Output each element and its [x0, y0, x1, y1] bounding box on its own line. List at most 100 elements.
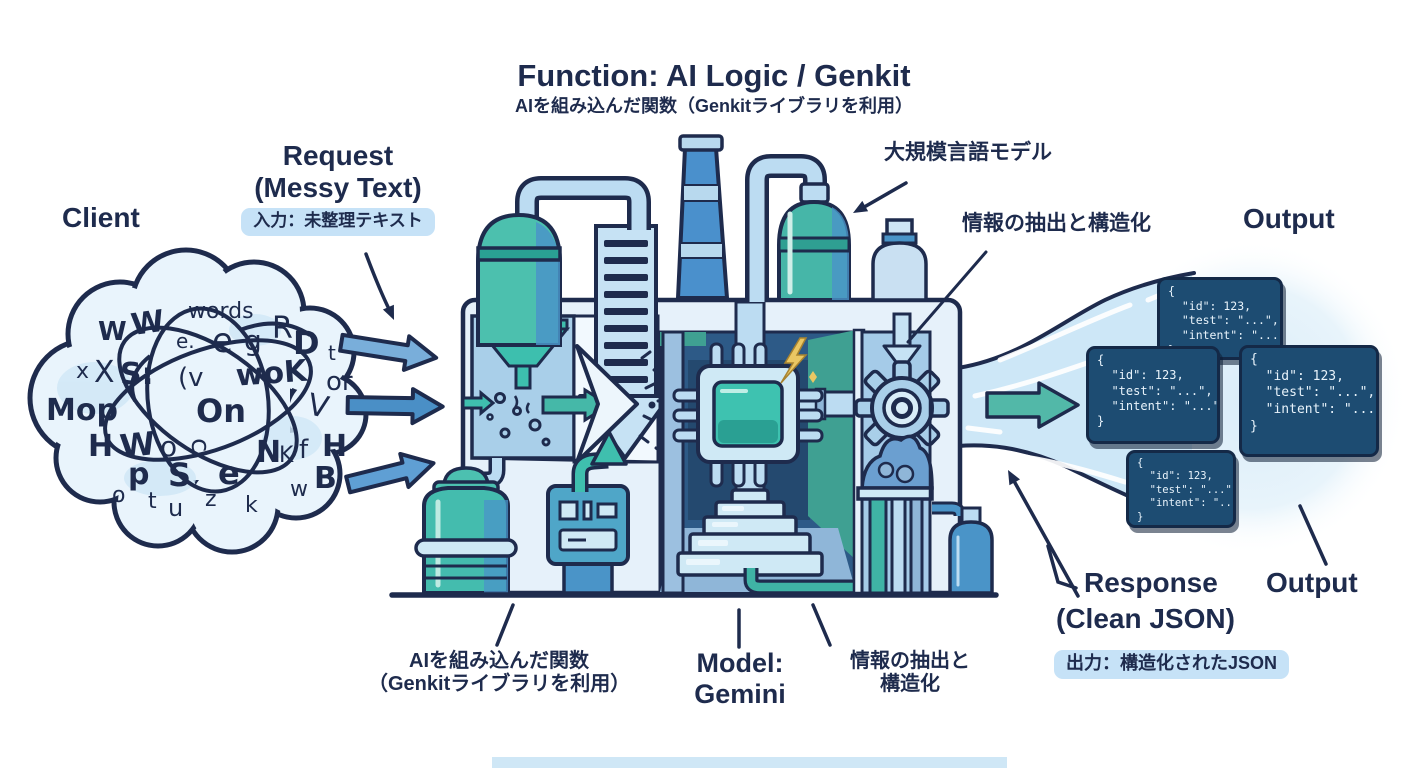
response-badge: 出力：構造化されたJSON [1054, 650, 1290, 679]
client-cloud: words W W R D e. e g t x X S: (v woK or … [27, 247, 369, 555]
cloud-letter: X [94, 355, 115, 390]
chimney [676, 134, 729, 300]
extracted-pile [860, 434, 934, 490]
cloud-letter: woK [235, 354, 311, 394]
json-card-2: { "id": 123, "test": "...", "intent": ".… [1086, 346, 1220, 444]
cloud-letter: W [129, 304, 167, 343]
request-badge: 入力：未整理テキスト [241, 208, 435, 236]
input-arrows [338, 332, 445, 495]
request-label-block: Request (Messy Text) 入力：未整理テキスト [230, 140, 446, 236]
teal-canister [414, 466, 518, 595]
top-pipes [515, 154, 827, 310]
chip-icon [672, 342, 824, 488]
chamber-down-arrow-icon [882, 312, 922, 372]
cloud-letter: S [168, 456, 191, 494]
lightning-icon [780, 337, 808, 384]
request-subtitle: (Messy Text) [254, 172, 422, 204]
cloud-letter: w [290, 477, 308, 502]
sparkle-icon [809, 371, 817, 383]
cloud-letter: W [118, 424, 157, 465]
model-footer-line1: Model: [696, 648, 784, 678]
extraction-footer-line2: 構造化 [880, 673, 940, 695]
floor-pipe [746, 568, 854, 592]
extraction-footer-line1: 情報の抽出と [850, 650, 970, 672]
function-footer-label: AIを組み込んだ関数 （Genkitライブラリを利用） [368, 650, 630, 696]
client-label: Client [62, 202, 140, 233]
callout-lines [364, 181, 1328, 649]
output-top-label: Output [1243, 203, 1335, 234]
output-arrow-icon [985, 381, 1080, 429]
json-card-4: { "id": 123, "test": "...", "intent": ".… [1126, 450, 1236, 528]
extraction-footer-label: 情報の抽出と 構造化 [828, 650, 992, 696]
page-subtitle: AIを組み込んだ関数（Genkitライブラリを利用） [514, 96, 913, 116]
cloud-letter: e [218, 454, 240, 492]
bottom-strip [492, 757, 1007, 768]
cloud-letter: D [293, 324, 320, 362]
extraction-bottom-leader-line [811, 603, 832, 647]
input-arrow-icon [344, 451, 436, 495]
extraction-chamber [854, 312, 950, 595]
cloud-letter: c [185, 438, 215, 452]
cloud-letter: x [76, 359, 89, 384]
extraction-leader-line [906, 250, 988, 344]
function-leader-line [495, 603, 515, 647]
cloud-letter: Mop [46, 393, 118, 428]
cloud-letter: o [112, 483, 125, 508]
cloud-letter: p [128, 457, 149, 492]
json-card-text: { "id": 123, "test": "...", "intent": ".… [1250, 352, 1376, 434]
cloud-letter: o [160, 430, 177, 463]
input-arrow-icon [338, 332, 439, 372]
cloud-letter: H [88, 429, 113, 464]
response-title: Response [1084, 567, 1218, 598]
gear-icon [854, 360, 950, 456]
falling-particles [486, 392, 551, 447]
model-footer-line2: Gemini [694, 679, 786, 710]
llm-tank [777, 182, 851, 302]
cloud-letter: (v [178, 363, 204, 393]
request-title: Request [282, 140, 394, 171]
dome-tank [476, 212, 562, 347]
function-footer-line1: AIを組み込んだ関数 [409, 650, 589, 672]
cloud-shading [57, 314, 322, 496]
cloud-letter: words [188, 299, 254, 324]
cloud-letter: H [322, 429, 347, 464]
small-bottle [871, 218, 928, 302]
llm-callout-label: 大規模言語モデル [884, 141, 1052, 164]
json-card-3: { "id": 123, "test": "...", "intent": ".… [1239, 345, 1379, 457]
json-card-text: { "id": 123, "test": "...", "intent": ".… [1137, 457, 1236, 523]
response-arrow-line [1012, 479, 1080, 598]
response-elbow-line [1046, 544, 1078, 590]
cloud-letter: t [328, 341, 336, 365]
scribble-orbits [103, 306, 313, 494]
cloud-letter: or [326, 367, 353, 397]
page-title: Function: AI Logic / Genkit [517, 58, 911, 93]
json-card-text: { "id": 123, "test": "...", "intent": ".… [1097, 353, 1220, 429]
model-footer-label: Model: Gemini [660, 648, 820, 710]
cloud-letter: N [256, 435, 281, 470]
output-leader-line [1298, 504, 1328, 566]
cloud-letter: z [205, 487, 217, 512]
cloud-letter: On [196, 392, 246, 430]
cloud-letter: g [244, 324, 262, 357]
extraction-callout-label: 情報の抽出と構造化 [962, 212, 1151, 235]
cloud-letter: k [245, 493, 258, 518]
recycle-up-arrow-icon [571, 430, 628, 492]
function-footer-line2: （Genkitライブラリを利用） [368, 673, 631, 695]
cloud-letter: W [98, 317, 127, 347]
model-chamber [658, 300, 858, 595]
json-card-text: { "id": 123, "test": "...", "intent": ".… [1168, 284, 1283, 357]
cloud-letter: R [272, 311, 293, 346]
cloud-letter: u [168, 494, 183, 522]
input-arrow-icon [345, 387, 445, 426]
llm-leader-arrow [864, 181, 908, 208]
cloud-letter: f [299, 435, 309, 465]
cloud-letter: S: [120, 357, 154, 392]
cloud-letter: e. [176, 329, 195, 353]
cloud-letter: K [279, 443, 294, 468]
cloud-letter: B [314, 461, 337, 496]
cloud-letter: e [212, 321, 233, 361]
output-bottom-label: Output [1266, 567, 1358, 598]
right-canister [932, 501, 994, 595]
cloud-letter: t [148, 489, 157, 514]
